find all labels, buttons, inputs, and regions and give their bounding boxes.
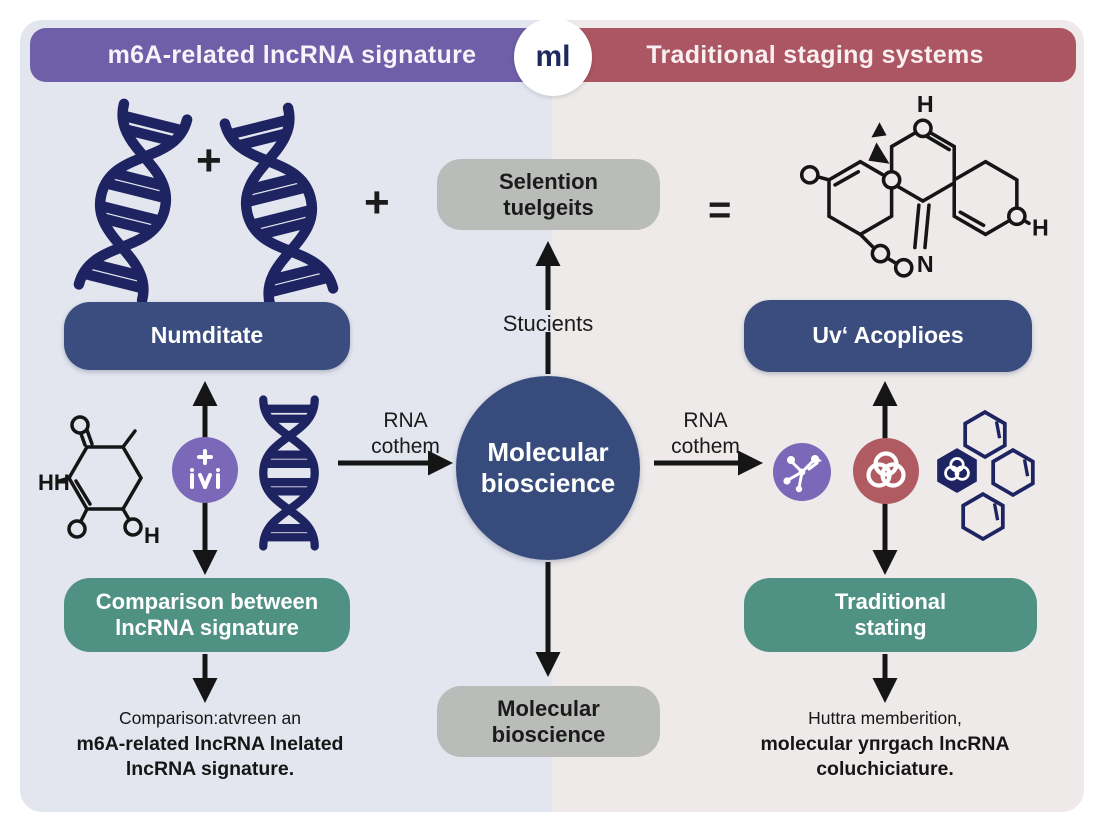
- node-label-line: Comparison between: [95, 589, 319, 615]
- node-selection-targets: Selention tuelgeits: [437, 159, 660, 230]
- atom-label-n: N: [917, 251, 934, 277]
- dna-helix-vertical-icon: [252, 394, 326, 552]
- node-label-line: stating: [854, 615, 927, 640]
- network-molecule-icon: [773, 443, 831, 501]
- rna-cothem-label-right: RNA cothem: [648, 408, 763, 461]
- node-label-line: Selention: [498, 168, 598, 194]
- complex-molecule-structure: H H N: [799, 91, 1049, 278]
- rna-label-line: cothem: [671, 435, 740, 459]
- caption-line: Huttra memberition,: [808, 708, 962, 728]
- logo-text: ml: [535, 40, 571, 73]
- rings-glyph: [866, 451, 906, 488]
- benzene-hexagon-icon: [961, 491, 1005, 542]
- rna-cothem-label-left: RNA cothem: [348, 408, 463, 461]
- header-right-label: Traditional staging systems: [646, 40, 984, 69]
- wedge-bond: [868, 142, 890, 164]
- m6a-writer-icon: [172, 437, 238, 503]
- caption-line: molecular yпrgach lncRNA: [760, 733, 1010, 755]
- node-label-line: Traditional: [834, 589, 947, 615]
- rna-label-line: cothem: [371, 435, 440, 459]
- header-right: Traditional staging systems: [554, 28, 1076, 82]
- node-uv-acoplioes-label: Uvʻ Acoplioes: [812, 322, 964, 349]
- stucients-label: Stucients: [482, 310, 614, 338]
- rna-label-line: RNA: [683, 409, 728, 432]
- plus-sign: +: [364, 178, 390, 227]
- atom-label-h: H: [144, 523, 160, 548]
- node-numditate-label: Numditate: [150, 322, 264, 349]
- diagram-canvas: m6A-related lncRNA signature Traditional…: [20, 20, 1084, 812]
- caption-line: coluchiciature.: [816, 758, 954, 781]
- caption-left: Comparison:atvreen an m6A-related lncRNA…: [45, 708, 375, 783]
- hub-label-line: Molecular: [487, 436, 609, 467]
- network-glyph: [783, 455, 822, 493]
- node-comparison-between: Comparison between lncRNA signature: [64, 578, 350, 652]
- header-left: m6A-related lncRNA signature: [30, 28, 554, 82]
- atom-label-h-right: H: [1032, 214, 1049, 240]
- stucients-text: Stucients: [502, 311, 594, 336]
- rna-label-line: RNA: [383, 409, 428, 432]
- m6a-writer-glyph: [190, 449, 220, 489]
- plus-sign: +: [196, 136, 222, 185]
- hub-molecular-bioscience: Molecular bioscience: [456, 376, 640, 560]
- node-traditional-staging: Traditional stating: [744, 578, 1037, 652]
- caption-line: lncRNA signature.: [125, 758, 295, 781]
- wedge-bond: [871, 122, 887, 138]
- logo-badge: ml: [514, 20, 592, 96]
- benzene-hexagon-icon: [963, 409, 1007, 460]
- node-numditate: Numditate: [64, 302, 350, 370]
- equals-sign: =: [708, 188, 732, 232]
- node-molecular-bioscience-bottom: Molecular bioscience: [437, 686, 660, 757]
- atom-label-hh: HH: [38, 470, 70, 495]
- node-label-line: lncRNA signature: [115, 615, 299, 640]
- node-label-line: bioscience: [491, 721, 606, 747]
- hub-label-line: bioscience: [480, 468, 616, 498]
- caption-line: Comparison:atvreen an: [119, 708, 301, 728]
- caption-line: m6A-related lncRNA lnelated: [76, 733, 344, 755]
- benzene-hexagon-icon: [991, 447, 1035, 498]
- node-label-line: Molecular: [497, 695, 600, 721]
- header-left-label: m6A-related lncRNA signature: [107, 40, 477, 69]
- node-label-line: tuelgeits: [503, 194, 594, 220]
- atom-label-h-top: H: [917, 91, 934, 117]
- node-uv-acoplioes: Uvʻ Acoplioes: [744, 300, 1032, 372]
- overlapping-rings-icon: [853, 438, 919, 504]
- caption-right: Huttra memberition, molecular yпrgach ln…: [720, 708, 1050, 783]
- small-molecule-structure: HH H: [38, 415, 160, 548]
- filled-hexagon-rings-icon: [937, 448, 977, 493]
